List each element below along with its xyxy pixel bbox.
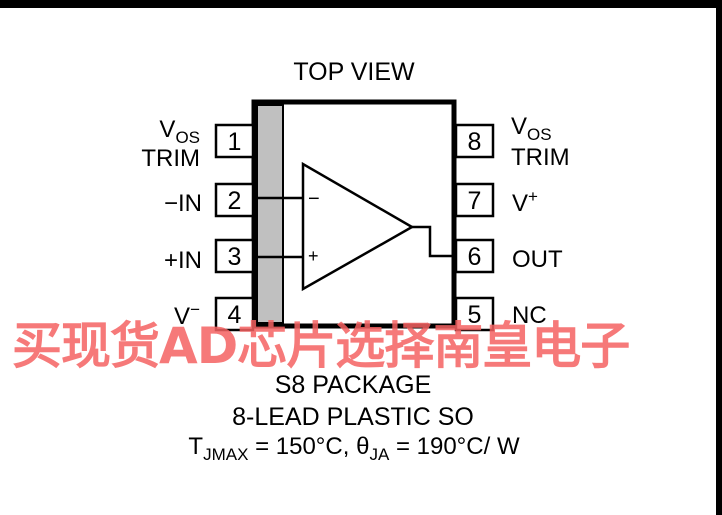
- pin-1-label-line2: TRIM: [141, 145, 200, 172]
- pin-7-label: V+: [512, 187, 538, 217]
- pin-6: 6: [454, 238, 495, 274]
- opamp-symbol: − +: [255, 161, 456, 292]
- pin-4-label: V−: [174, 300, 200, 330]
- pin-1: 1: [214, 123, 255, 159]
- pin-number: 8: [468, 128, 482, 156]
- opamp-plus-sign: +: [308, 246, 319, 266]
- pin-number: 5: [468, 301, 482, 329]
- watermark-text: 买现货AD芯片选择南皇电子: [12, 317, 630, 375]
- package-thermal-line: TJMAX = 150°C, θJA = 190°C/ W: [188, 433, 520, 464]
- frame-right-border: [716, 0, 722, 515]
- pin-8: 8: [454, 123, 495, 159]
- pin-1-label: VOS: [159, 116, 200, 147]
- pin-number: 2: [228, 187, 242, 215]
- pin-3: 3: [214, 238, 255, 274]
- pin-3-label: +IN: [164, 247, 202, 274]
- frame-top-border: [0, 0, 722, 8]
- pin-7: 7: [454, 182, 495, 218]
- pin-number: 6: [468, 243, 482, 271]
- pin-number: 4: [228, 301, 242, 329]
- package-line-2: 8-LEAD PLASTIC SO: [232, 403, 474, 431]
- pin-2: 2: [214, 182, 255, 218]
- diagram-title: TOP VIEW: [293, 58, 415, 86]
- pin-number: 7: [468, 187, 482, 215]
- opamp-minus-sign: −: [308, 188, 320, 210]
- pin-5-label: NC: [512, 302, 547, 329]
- pin-8-label-line2: TRIM: [511, 144, 570, 171]
- pin1-marker-strip: [256, 104, 284, 324]
- pin-2-label: −IN: [164, 190, 202, 217]
- pin-5: 5: [454, 296, 495, 332]
- pin-number: 1: [228, 128, 242, 156]
- pin-8-label: VOS: [511, 113, 552, 144]
- pin-6-label: OUT: [512, 246, 563, 273]
- pin-number: 3: [228, 243, 242, 271]
- package-line-1: S8 PACKAGE: [275, 371, 432, 399]
- pin-4: 4: [214, 296, 255, 332]
